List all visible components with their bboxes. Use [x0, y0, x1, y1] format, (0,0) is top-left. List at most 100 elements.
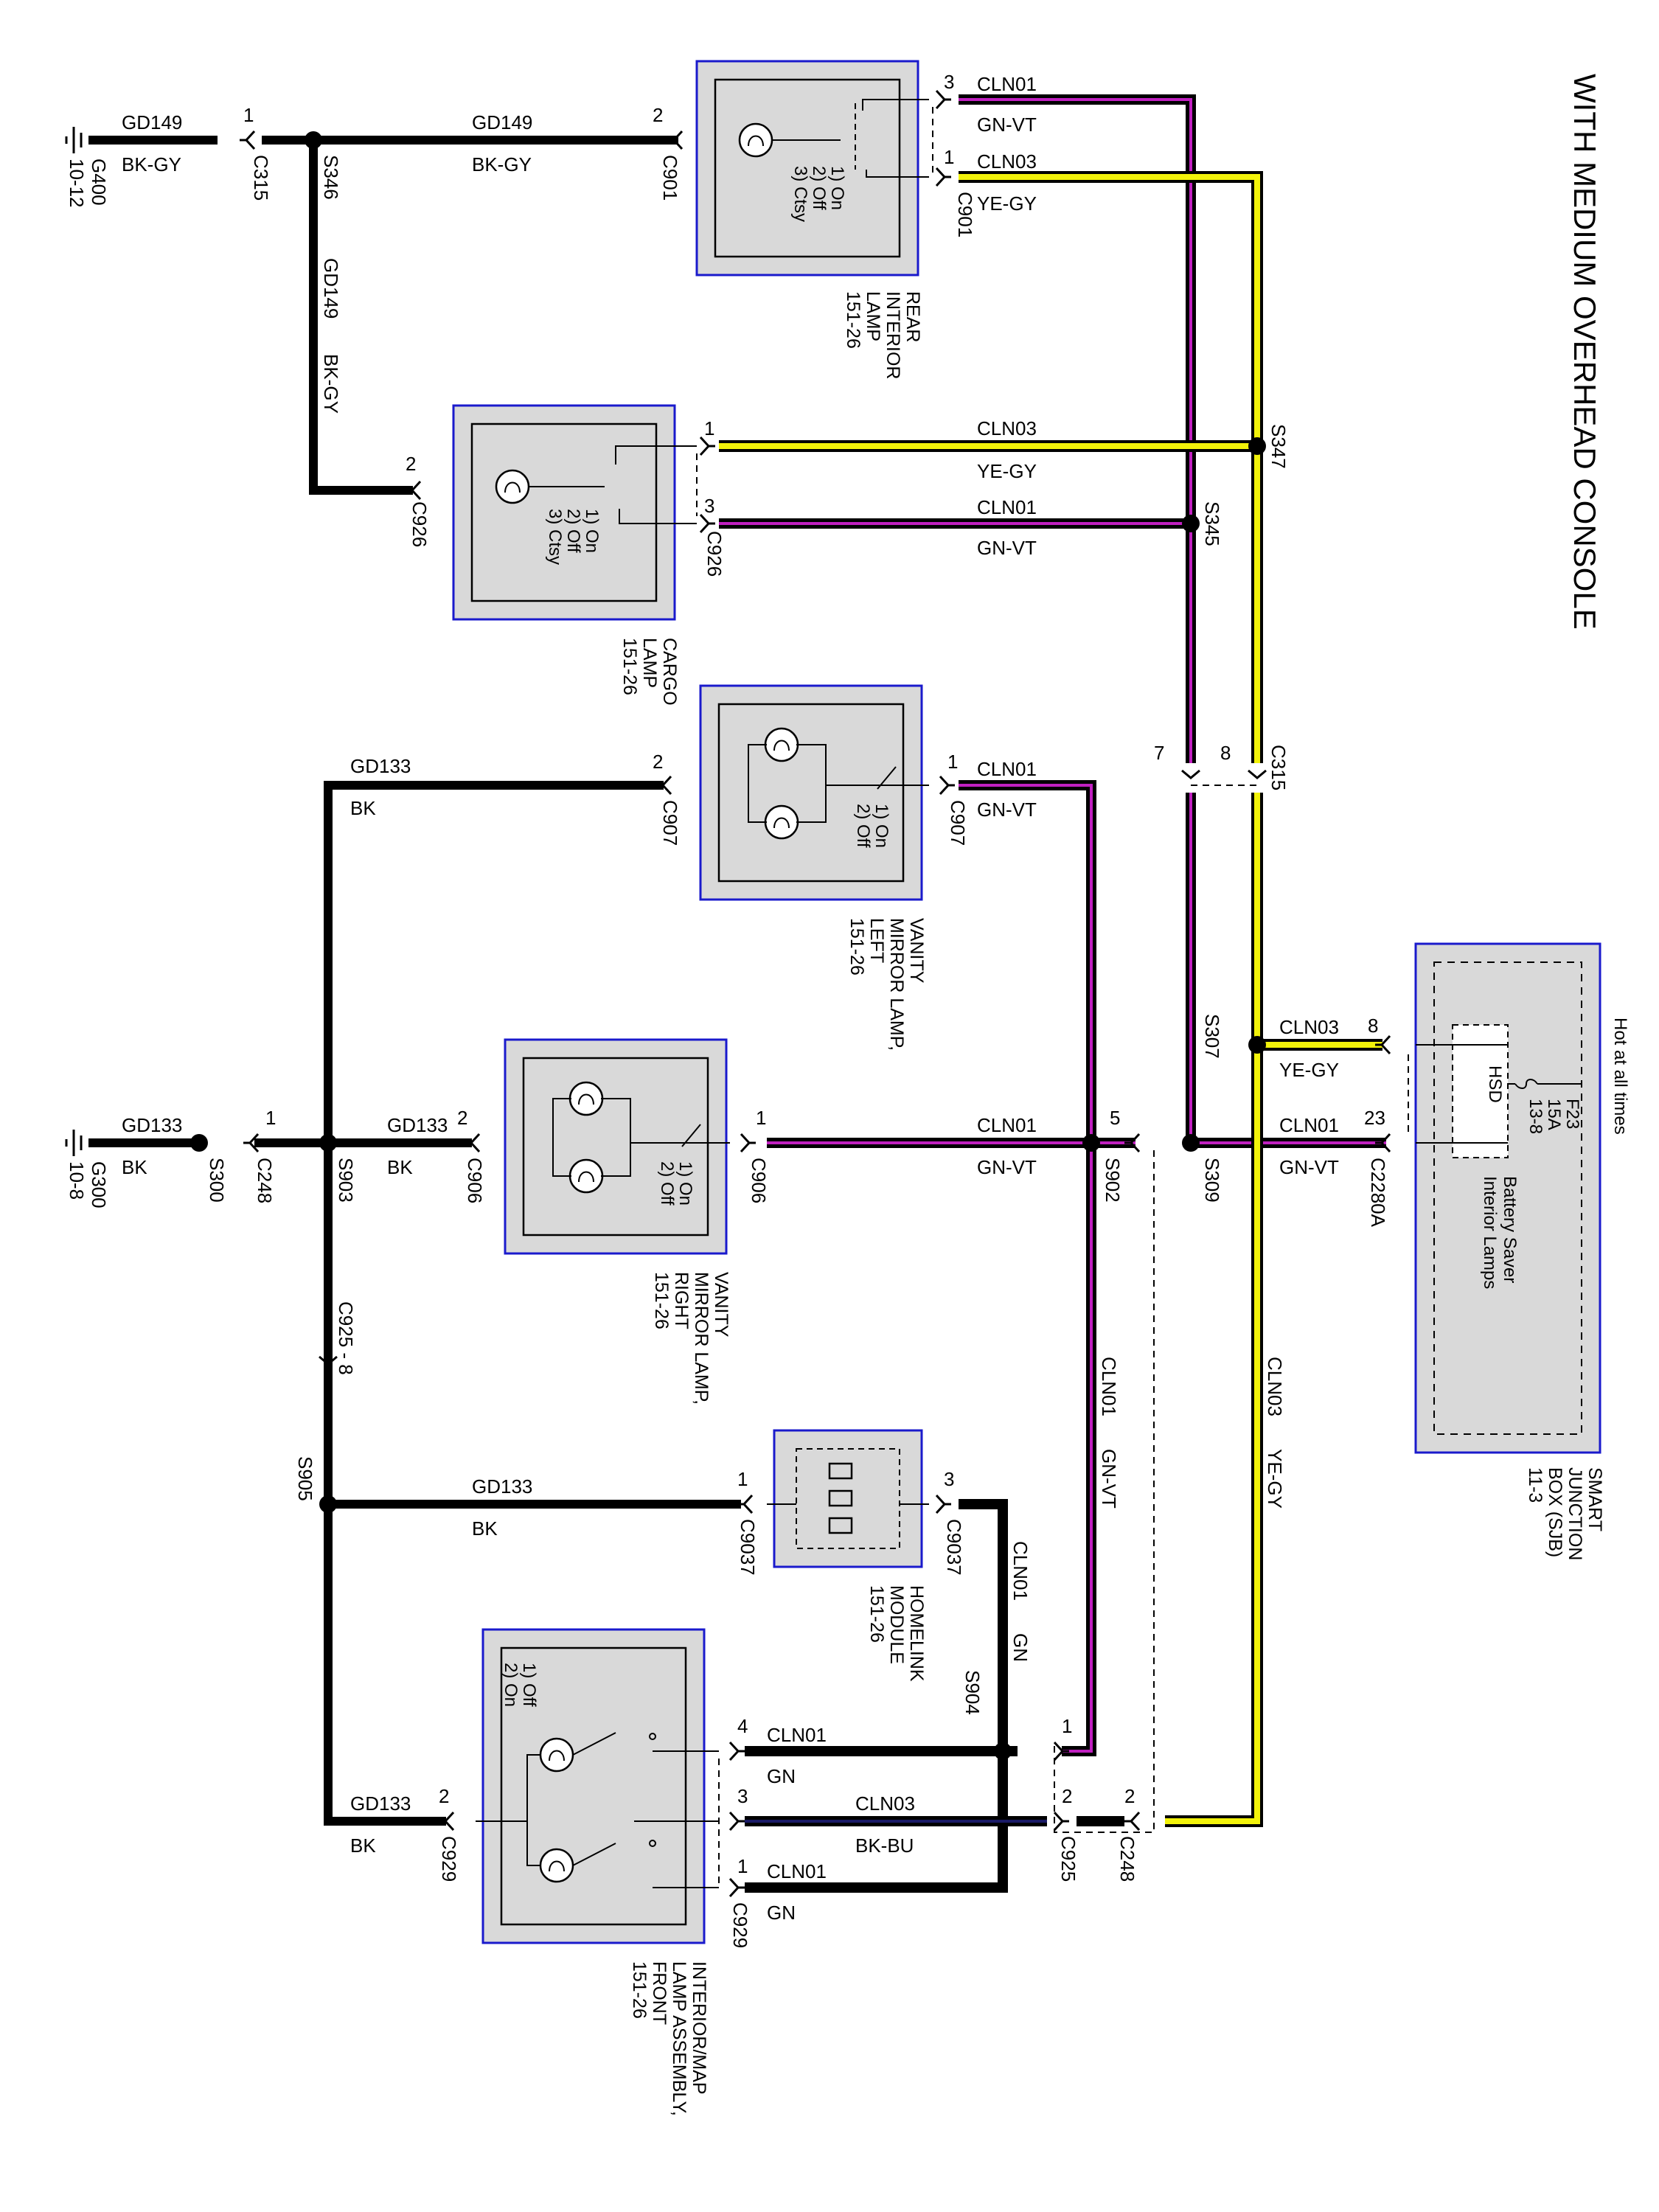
wire-cln01-gn-vt [719, 94, 1386, 1756]
vanity-mirror-lamp-left [699, 684, 923, 901]
cln01-gn-color-bot: GN [767, 1902, 796, 1924]
svg-text:3) Ctsy: 3) Ctsy [545, 509, 565, 565]
svg-text:C906: C906 [464, 1158, 486, 1203]
svg-text:INTERIOR: INTERIOR [883, 291, 903, 379]
svg-text:2) Off: 2) Off [853, 804, 873, 848]
svg-text:S904: S904 [961, 1670, 984, 1715]
label-smart-junction-box: SMART JUNCTION BOX (SJB) 11-3 [1525, 1467, 1605, 1560]
svg-text:CARGO: CARGO [659, 638, 680, 706]
gd133-name-front: GD133 [350, 1792, 411, 1815]
svg-text:1: 1 [737, 1855, 748, 1877]
svg-text:2: 2 [1062, 1785, 1072, 1807]
gd149-name-left: GD149 [122, 111, 182, 133]
gd133-color-homelink: BK [472, 1517, 498, 1540]
svg-text:INTERIOR/MAP: INTERIOR/MAP [689, 1961, 709, 2095]
svg-text:BOX (SJB): BOX (SJB) [1545, 1467, 1565, 1557]
connector-symbols [238, 89, 1391, 1898]
svg-text:2: 2 [653, 104, 663, 126]
svg-text:S300: S300 [206, 1158, 228, 1203]
switch-positions-vanityl: 1) On 2) Off [853, 804, 891, 848]
cln01-name-rear: CLN01 [977, 73, 1037, 95]
svg-text:1: 1 [704, 417, 714, 439]
svg-text:C9037: C9037 [737, 1519, 759, 1576]
svg-text:1) Off: 1) Off [519, 1663, 539, 1707]
svg-text:C901: C901 [954, 192, 976, 237]
cln01-gn-color-vert: GN [1009, 1633, 1032, 1662]
svg-text:C315: C315 [1267, 745, 1290, 790]
svg-text:C248: C248 [1116, 1836, 1138, 1882]
gd149-color-mid: BK-GY [472, 153, 532, 175]
svg-text:VANITY: VANITY [711, 1272, 731, 1338]
gd149-name-mid: GD149 [472, 111, 532, 133]
gd133-name-top: GD133 [350, 755, 411, 777]
svg-text:JUNCTION: JUNCTION [1565, 1467, 1585, 1560]
cln03-color-cargo: YE-GY [977, 460, 1037, 482]
internal-leads [476, 99, 1508, 1888]
cln01-gn-color-top: GN [767, 1765, 796, 1787]
rear-interior-lamp [695, 60, 919, 276]
svg-text:C901: C901 [659, 155, 681, 201]
svg-text:1: 1 [947, 751, 958, 773]
svg-text:3: 3 [704, 495, 714, 517]
smart-junction-box [1414, 942, 1601, 1454]
cln03-bkbu-name: CLN03 [855, 1792, 915, 1815]
svg-text:1) On: 1) On [872, 804, 891, 848]
splice-labels: S346 S347 S345 S307 S309 S902 S903 S300 … [206, 155, 1290, 1715]
svg-text:1: 1 [756, 1107, 766, 1129]
svg-text:C907: C907 [659, 800, 681, 846]
gd133-name-homelink: GD133 [472, 1475, 532, 1498]
svg-text:8: 8 [1220, 742, 1231, 764]
gd133-name-left: GD133 [122, 1114, 182, 1136]
svg-text:1: 1 [243, 104, 254, 126]
svg-text:1) On: 1) On [827, 166, 847, 210]
svg-text:LEFT: LEFT [866, 918, 887, 963]
svg-text:S307: S307 [1201, 1014, 1223, 1059]
svg-text:S346: S346 [320, 155, 342, 200]
svg-text:VANITY: VANITY [906, 918, 927, 984]
svg-text:C925: C925 [1057, 1836, 1079, 1882]
cln01-color-vert: GN-VT [1098, 1449, 1120, 1509]
cln01-color-rear: GN-VT [977, 114, 1037, 136]
svg-text:3: 3 [737, 1785, 748, 1807]
svg-text:151-26: 151-26 [846, 918, 867, 975]
cln03-color-vert: YE-GY [1264, 1449, 1286, 1509]
svg-text:HSD: HSD [1485, 1065, 1505, 1103]
svg-text:MIRROR LAMP,: MIRROR LAMP, [691, 1272, 712, 1405]
svg-text:C926: C926 [408, 501, 431, 547]
svg-text:2: 2 [457, 1107, 467, 1129]
svg-text:S345: S345 [1201, 501, 1223, 546]
svg-text:C248: C248 [254, 1158, 276, 1203]
cln01-color-sjb: GN-VT [1279, 1156, 1339, 1178]
svg-text:C926: C926 [703, 531, 726, 577]
pin-numbers: 1 2 3 1 2 1 3 2 1 7 8 1 2 1 5 8 23 1 3 2… [243, 71, 1385, 1877]
svg-text:10-8: 10-8 [66, 1161, 88, 1200]
cln01-name-vert: CLN01 [1098, 1357, 1120, 1416]
svg-text:S903: S903 [335, 1158, 357, 1203]
svg-text:1: 1 [1062, 1715, 1072, 1737]
svg-text:Hot at all times: Hot at all times [1610, 1018, 1630, 1135]
svg-text:2: 2 [653, 751, 663, 773]
cln01-name-vanityr: CLN01 [977, 1114, 1037, 1136]
svg-text:S347: S347 [1267, 424, 1290, 469]
svg-text:151-26: 151-26 [866, 1585, 887, 1643]
svg-text:8: 8 [1368, 1015, 1378, 1037]
svg-text:C9037: C9037 [943, 1519, 965, 1576]
cln03-name-cargo: CLN03 [977, 417, 1037, 439]
svg-text:151-26: 151-26 [619, 638, 640, 695]
wire-gd133 [88, 781, 741, 1826]
svg-text:2: 2 [406, 453, 416, 475]
svg-text:C907: C907 [947, 800, 969, 846]
label-vanity-right: VANITY MIRROR LAMP, RIGHT 151-26 [651, 1272, 731, 1405]
gd133-color-top: BK [350, 797, 376, 819]
svg-text:C2280A: C2280A [1367, 1158, 1389, 1228]
svg-text:11-3: 11-3 [1525, 1467, 1545, 1503]
svg-text:FRONT: FRONT [649, 1961, 669, 2025]
wire-gd149 [88, 136, 678, 495]
svg-text:2) Off: 2) Off [563, 509, 583, 553]
cln01-gn-name-vert: CLN01 [1009, 1541, 1032, 1601]
ground-g300: G300 10-8 [66, 1161, 110, 1208]
cln01-color-vanityl: GN-VT [977, 799, 1037, 821]
ground-g400: G400 10-12 [66, 159, 110, 208]
svg-text:3: 3 [944, 71, 954, 93]
